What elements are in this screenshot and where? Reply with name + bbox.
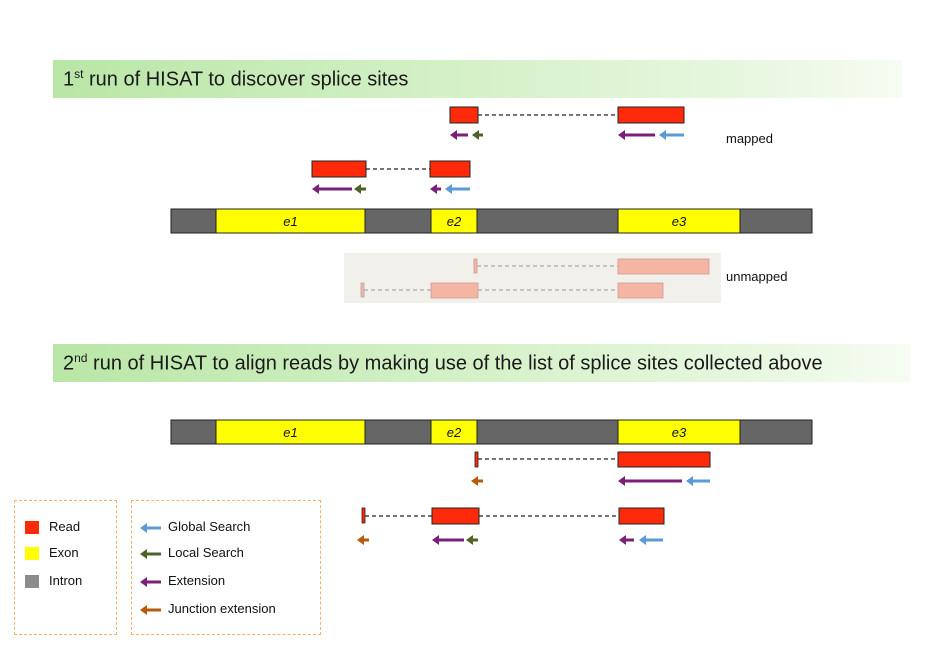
mapped-read-1-arrows <box>450 130 684 140</box>
legend-junction-extension: Junction extension <box>140 601 276 616</box>
legend-arrows: Global Search Local Search Extension Jun… <box>131 500 321 635</box>
run2-read-1-arrows <box>471 476 710 486</box>
legend-intron: Intron <box>25 573 82 589</box>
run1-title: 1st run of HISAT to discover splice site… <box>63 66 409 91</box>
mapped-label: mapped <box>726 131 773 146</box>
run1-banner: 1st run of HISAT to discover splice site… <box>53 60 902 98</box>
run2-read-1 <box>474 451 711 468</box>
exon-label-e2-track1: e2 <box>446 214 462 229</box>
mapped-read-1 <box>449 106 685 124</box>
read-swatch <box>25 521 39 535</box>
run2-banner: 2nd run of HISAT to align reads by makin… <box>53 344 910 382</box>
genome-track-2 <box>170 419 813 445</box>
global-search-arrow-icon <box>140 522 161 533</box>
mapped-read-2 <box>311 160 471 178</box>
local-search-arrow-icon <box>140 548 161 559</box>
legend-local-search: Local Search <box>140 545 244 560</box>
run2-read-2-arrows <box>357 535 663 545</box>
junction-extension-arrow-icon <box>140 604 161 615</box>
exon-label-e1-track2: e1 <box>283 425 298 440</box>
genome-track-1 <box>170 208 813 234</box>
legend-global-search: Global Search <box>140 519 250 534</box>
unmapped-read-1 <box>473 258 710 275</box>
run2-read-2 <box>361 507 665 525</box>
run2-title: 2nd run of HISAT to align reads by makin… <box>63 350 823 375</box>
exon-swatch <box>25 547 39 561</box>
exon-label-e3-track1: e3 <box>671 214 687 229</box>
legend-read: Read <box>25 519 80 535</box>
exon-label-e1-track1: e1 <box>283 214 298 229</box>
intron-swatch <box>25 575 39 589</box>
legend-colors: Read Exon Intron <box>14 500 117 635</box>
exon-label-e3-track2: e3 <box>671 425 687 440</box>
mapped-read-2-arrows <box>312 184 470 194</box>
legend-extension: Extension <box>140 573 225 588</box>
exon-label-e2-track2: e2 <box>446 425 462 440</box>
legend-exon: Exon <box>25 545 79 561</box>
extension-arrow-icon <box>140 576 161 587</box>
unmapped-label: unmapped <box>726 269 788 284</box>
unmapped-read-2 <box>360 282 664 299</box>
